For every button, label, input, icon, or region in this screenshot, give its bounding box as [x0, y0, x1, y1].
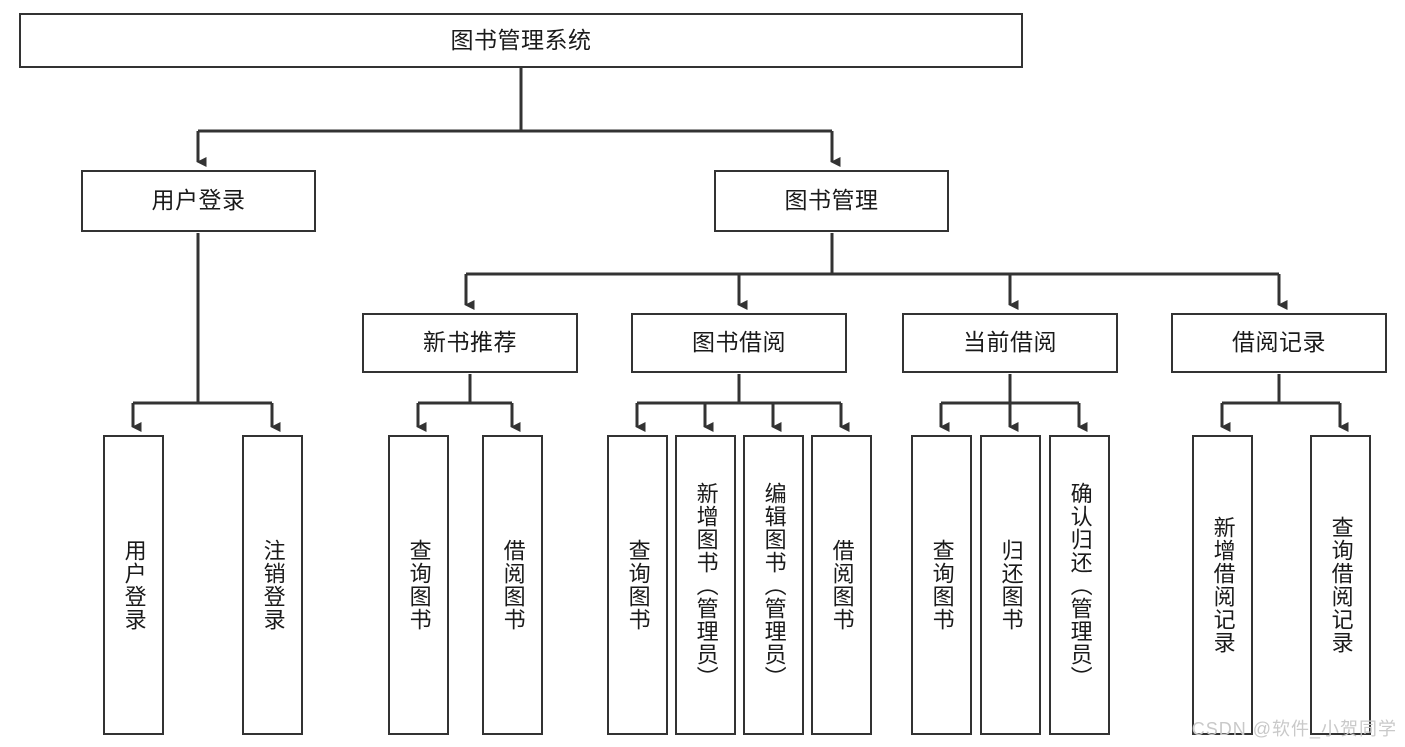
- leaf-new-book-query[interactable]: 查询图书: [388, 435, 449, 735]
- leaf-label: 借阅图书: [500, 539, 526, 631]
- leaf-book-borrow-lend[interactable]: 借阅图书: [811, 435, 872, 735]
- node-current-borrow-label: 当前借阅: [963, 329, 1057, 356]
- node-new-book-recommend[interactable]: 新书推荐: [362, 313, 578, 373]
- leaf-new-book-borrow[interactable]: 借阅图书: [482, 435, 543, 735]
- leaf-label: 查询图书: [929, 539, 955, 631]
- leaf-current-borrow-query[interactable]: 查询图书: [911, 435, 972, 735]
- leaf-borrow-record-query[interactable]: 查询借阅记录: [1310, 435, 1371, 735]
- node-user-login[interactable]: 用户登录: [81, 170, 316, 232]
- leaf-borrow-record-add[interactable]: 新增借阅记录: [1192, 435, 1253, 735]
- leaf-label: 新增图书（管理员）: [693, 481, 719, 689]
- node-current-borrow[interactable]: 当前借阅: [902, 313, 1118, 373]
- leaf-user-login-logout[interactable]: 注销登录: [242, 435, 303, 735]
- node-book-borrow-label: 图书借阅: [692, 329, 786, 356]
- leaf-book-borrow-add[interactable]: 新增图书（管理员）: [675, 435, 736, 735]
- leaf-book-borrow-query[interactable]: 查询图书: [607, 435, 668, 735]
- csdn-watermark: CSDN @软件_小贺同学: [1191, 719, 1397, 739]
- leaf-current-borrow-confirm-return[interactable]: 确认归还（管理员）: [1049, 435, 1110, 735]
- node-book-borrow[interactable]: 图书借阅: [631, 313, 847, 373]
- node-root[interactable]: 图书管理系统: [19, 13, 1023, 68]
- leaf-label: 注销登录: [260, 539, 286, 631]
- leaf-label: 确认归还（管理员）: [1067, 481, 1093, 689]
- node-borrow-record[interactable]: 借阅记录: [1171, 313, 1387, 373]
- leaf-current-borrow-return[interactable]: 归还图书: [980, 435, 1041, 735]
- node-user-login-label: 用户登录: [151, 187, 246, 214]
- leaf-label: 查询借阅记录: [1328, 516, 1354, 654]
- leaf-user-login-login[interactable]: 用户登录: [103, 435, 164, 735]
- node-book-management-label: 图书管理: [784, 187, 879, 214]
- node-borrow-record-label: 借阅记录: [1232, 329, 1326, 356]
- leaf-label: 编辑图书（管理员）: [761, 481, 787, 689]
- leaf-label: 归还图书: [998, 539, 1024, 631]
- node-root-label: 图书管理系统: [450, 26, 592, 53]
- node-book-management[interactable]: 图书管理: [714, 170, 949, 232]
- node-new-book-recommend-label: 新书推荐: [423, 329, 517, 356]
- leaf-label: 新增借阅记录: [1210, 516, 1236, 654]
- leaf-label: 查询图书: [406, 539, 432, 631]
- leaf-book-borrow-edit[interactable]: 编辑图书（管理员）: [743, 435, 804, 735]
- leaf-label: 用户登录: [121, 539, 147, 631]
- leaf-label: 借阅图书: [829, 539, 855, 631]
- leaf-label: 查询图书: [625, 539, 651, 631]
